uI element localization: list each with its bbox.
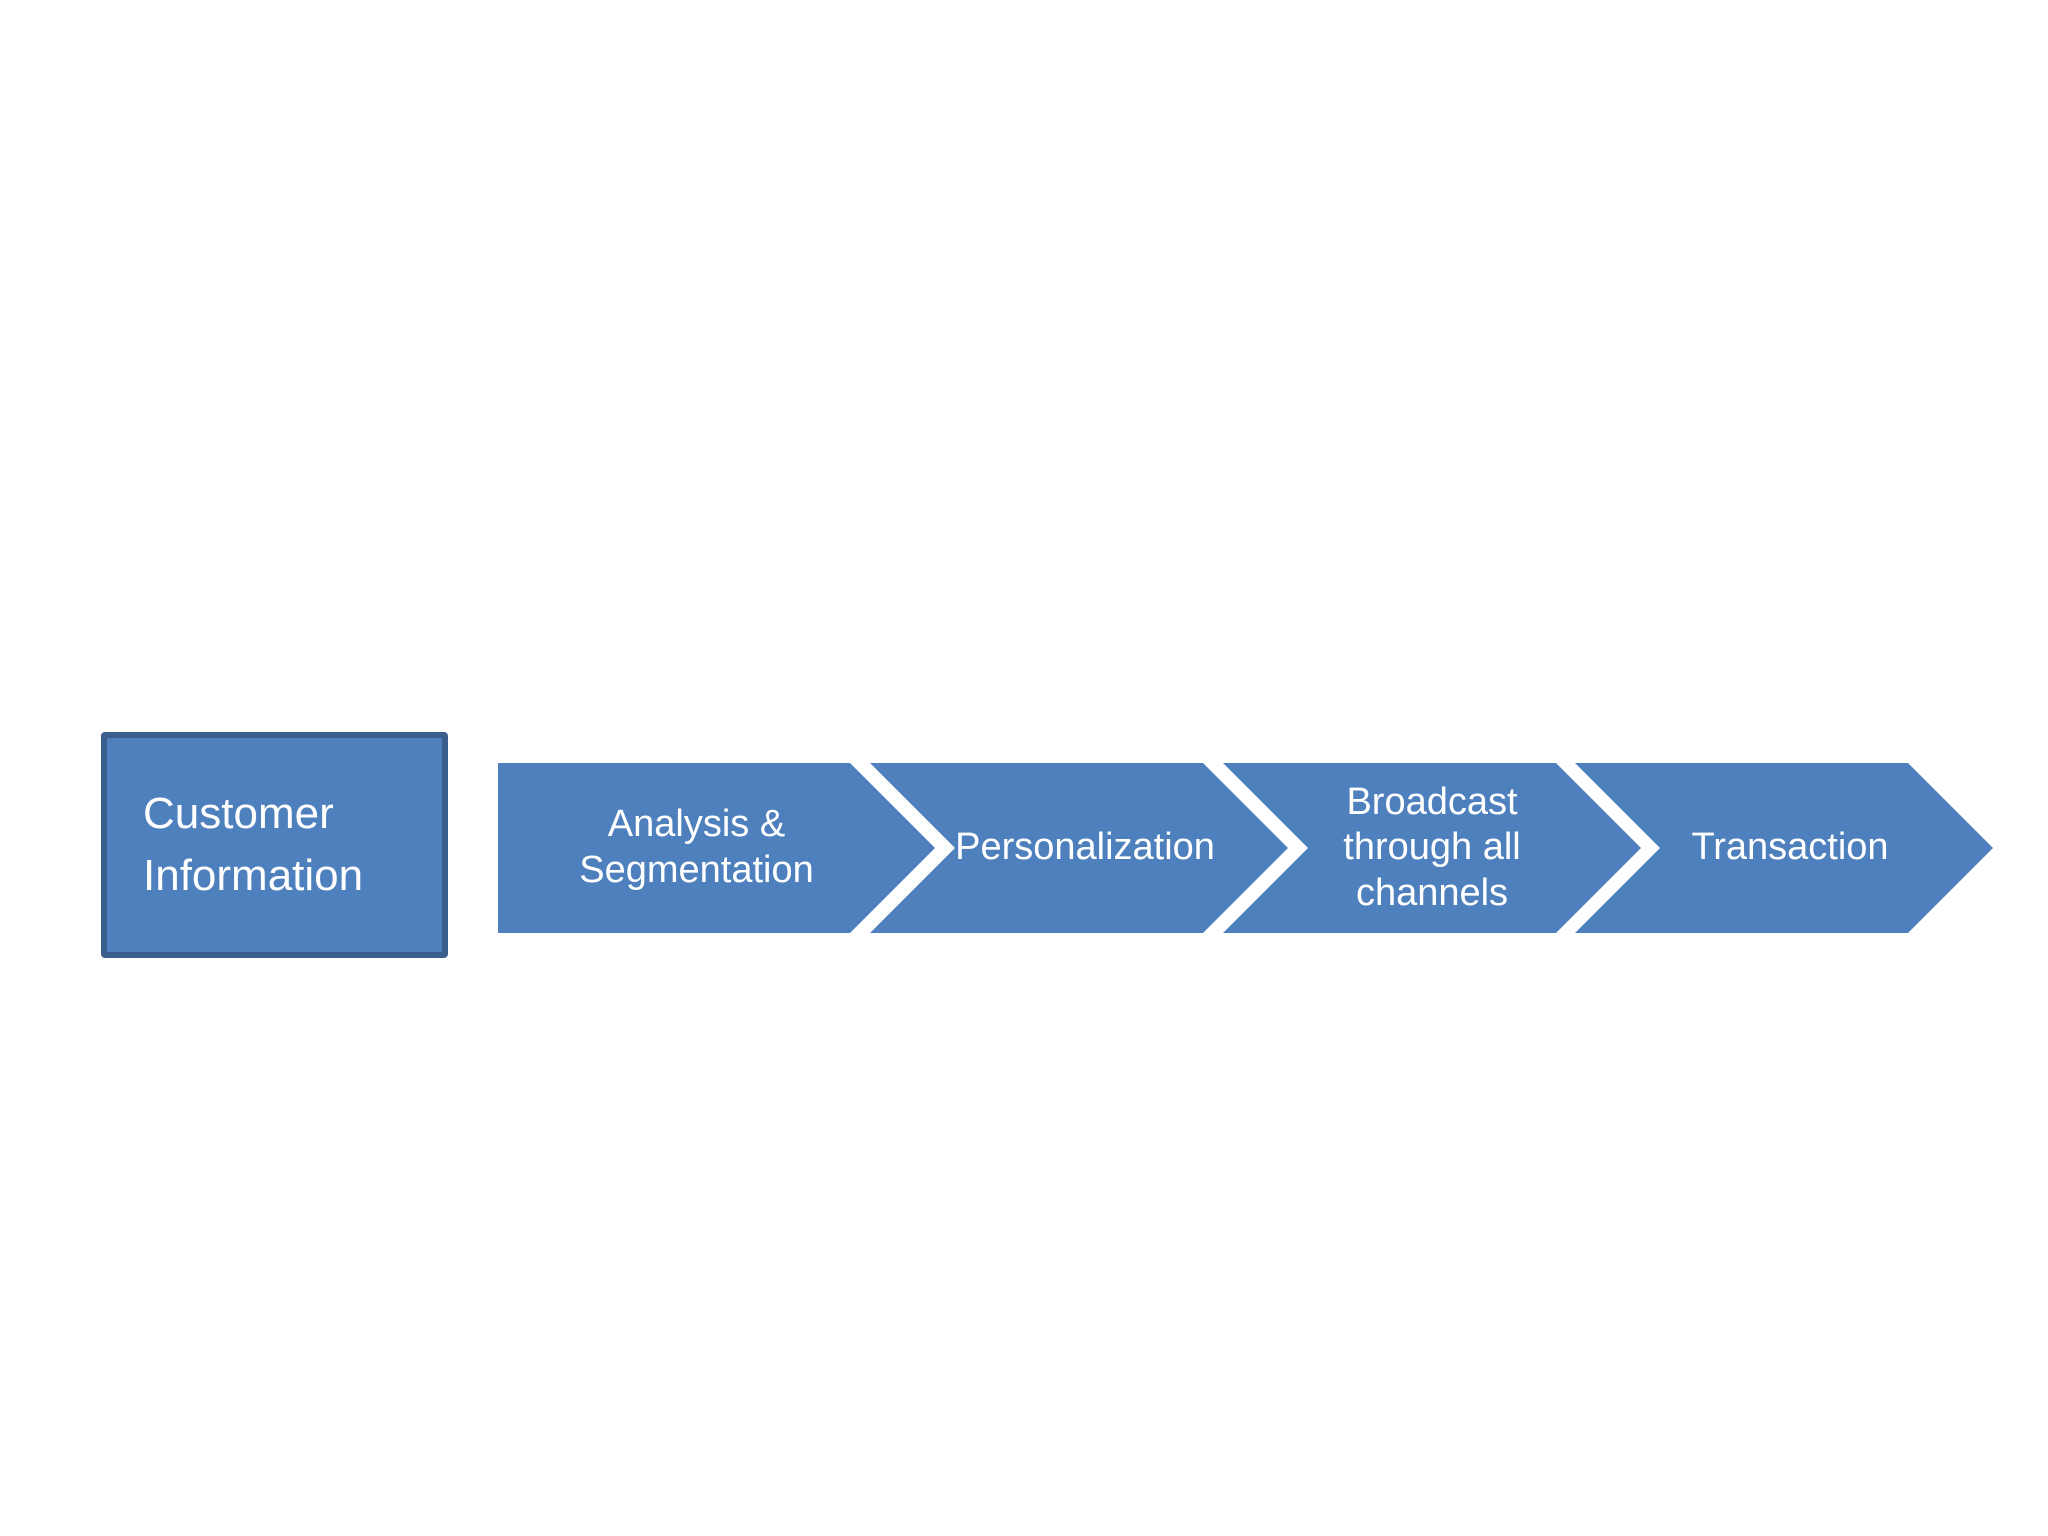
step-analysis-segmentation-label: Analysis & Segmentation xyxy=(579,803,814,891)
step-personalization-label: Personalization xyxy=(955,826,1215,869)
step-analysis-segmentation: Analysis & Segmentation xyxy=(498,763,935,933)
customer-information-label: Customer Information xyxy=(143,789,364,900)
step-broadcast-channels-label: Broadcast through all channels xyxy=(1343,780,1521,914)
step-transaction-label: Transaction xyxy=(1691,826,1889,869)
customer-information-box: Customer Information xyxy=(101,732,448,958)
